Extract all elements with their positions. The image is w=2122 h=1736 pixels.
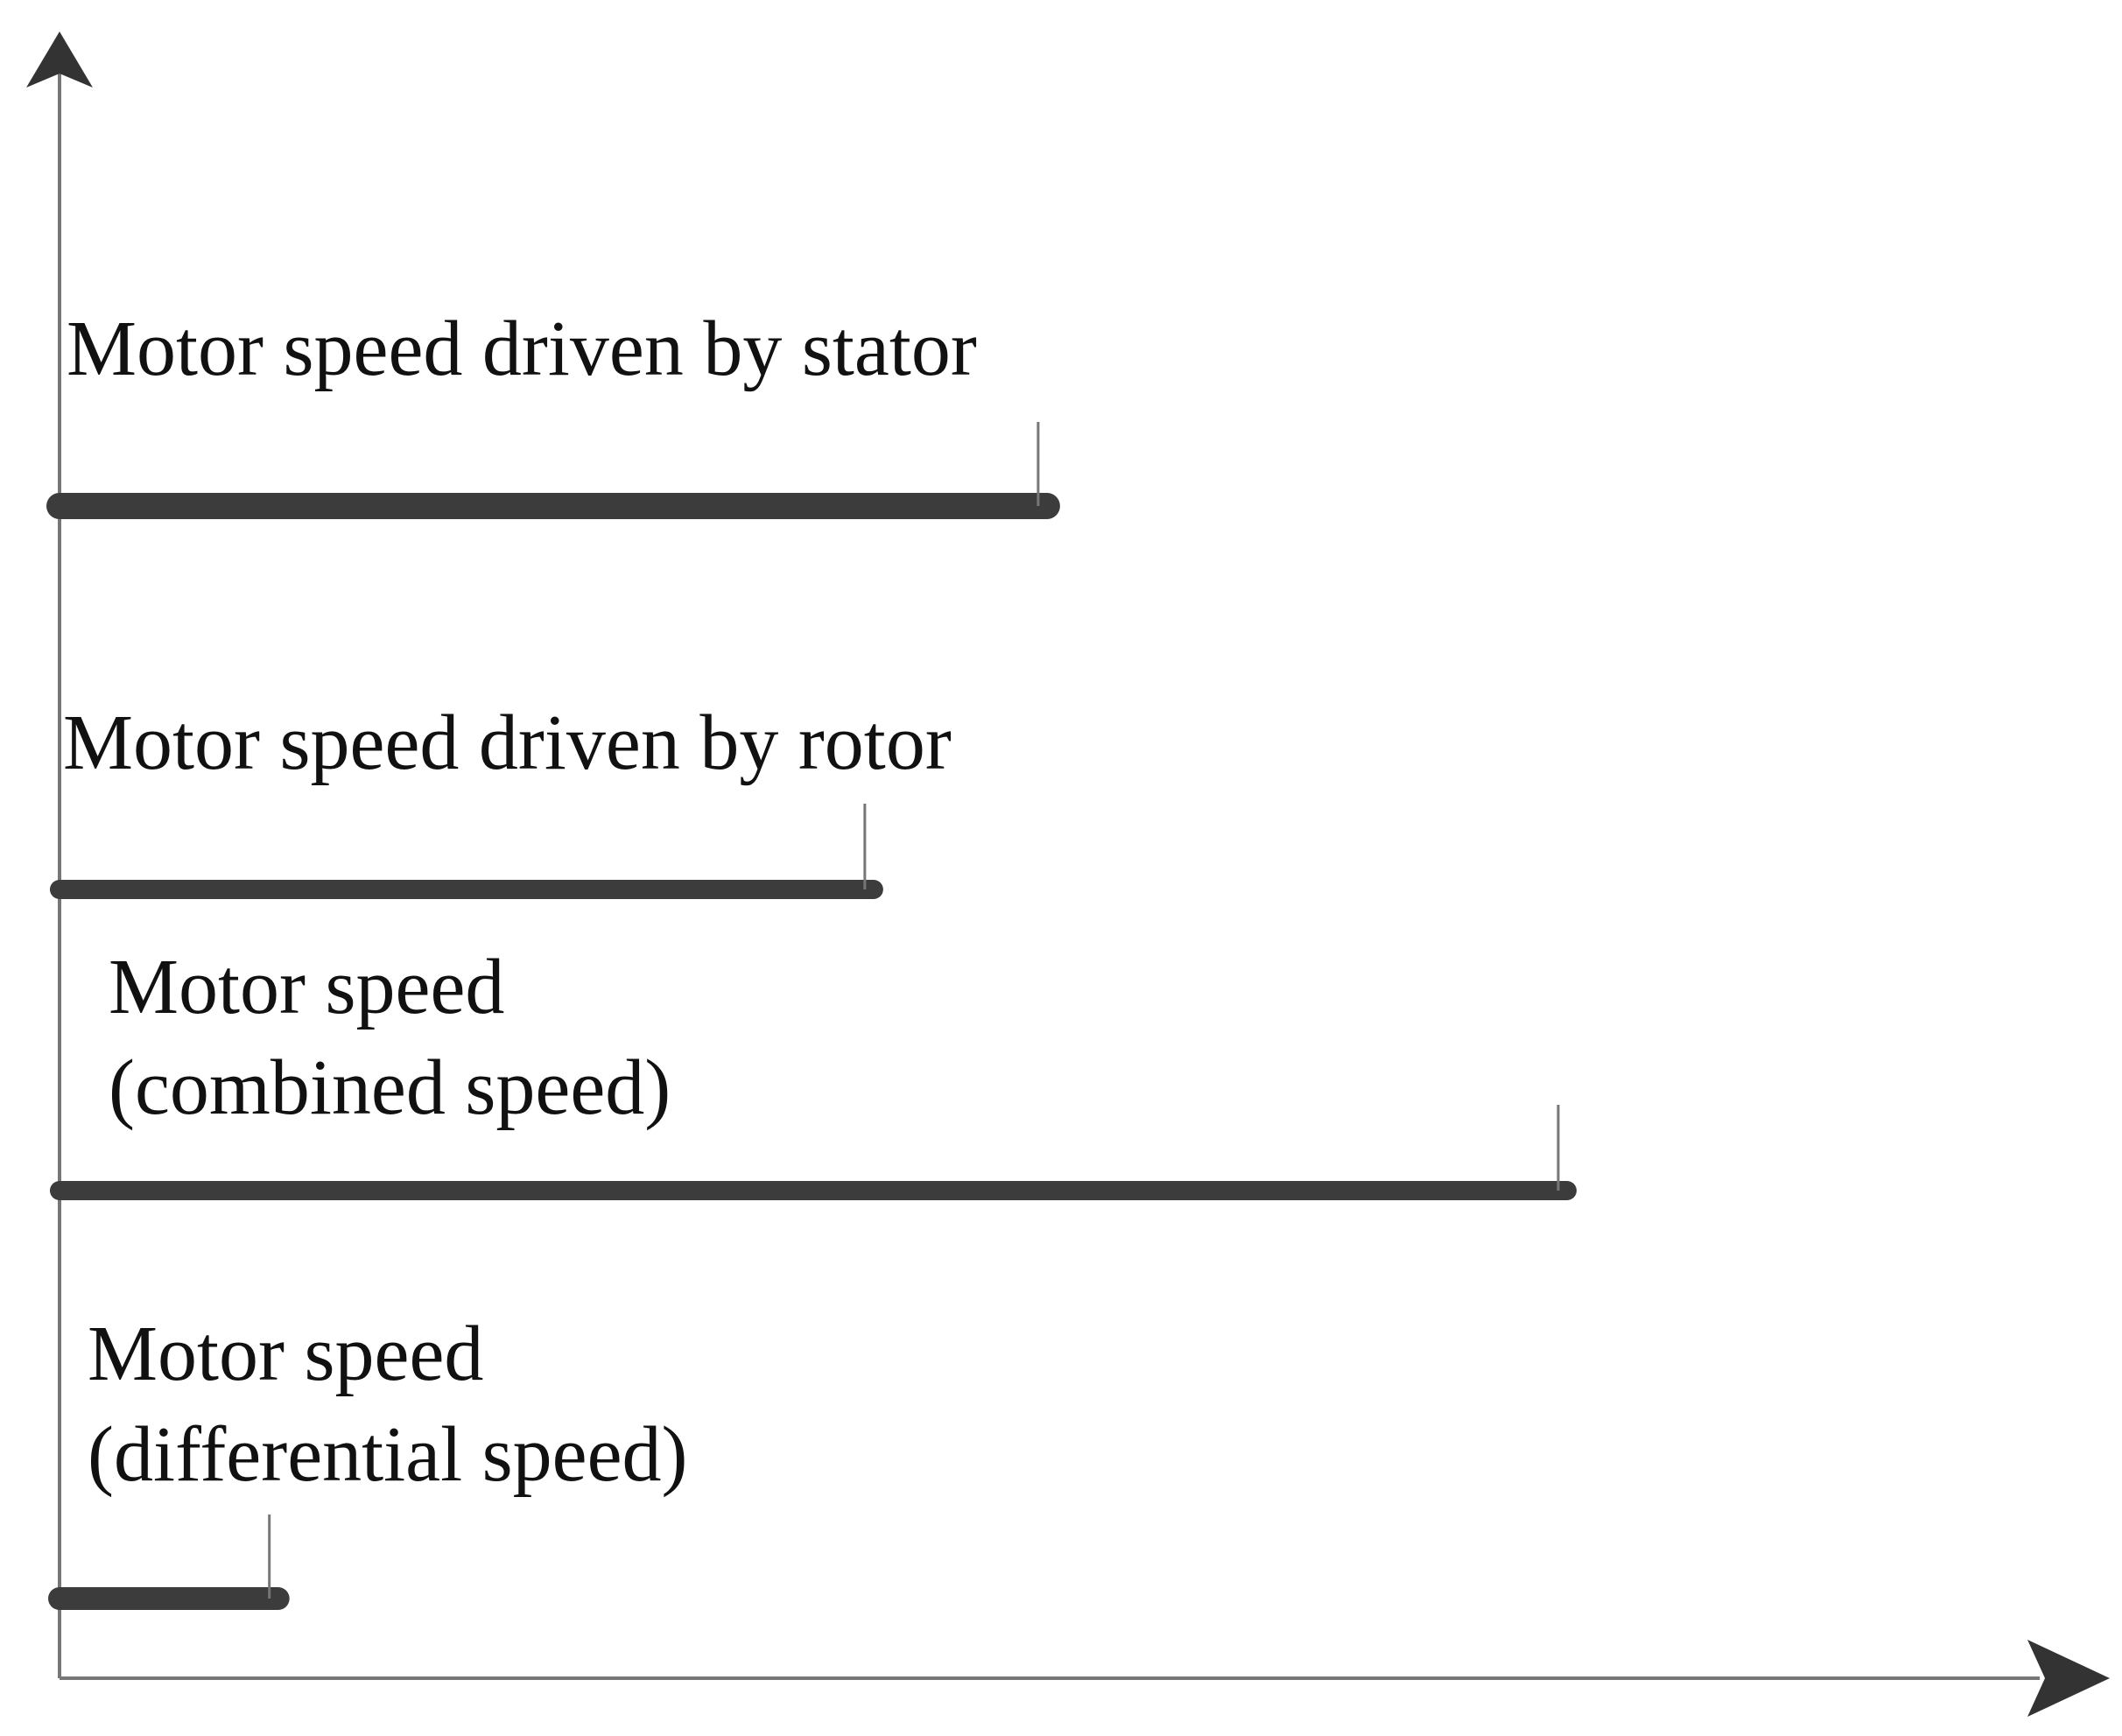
y-axis-arrowhead	[26, 32, 93, 88]
bar-label-stator: Motor speed driven by stator	[67, 306, 977, 392]
bar-label-rotor: Motor speed driven by rotor	[63, 699, 952, 786]
bar-label-line: (differential speed)	[88, 1411, 688, 1498]
bar-label-line: Motor speed	[109, 944, 504, 1030]
bar-group-combined: Motor speed (combined speed)	[50, 944, 1577, 1200]
bar-label-line: (combined speed)	[109, 1044, 671, 1131]
bar-label-differential: Motor speed (differential speed)	[88, 1311, 688, 1498]
bar-group-differential: Motor speed (differential speed)	[48, 1311, 688, 1610]
bar-label-line: Motor speed driven by rotor	[63, 699, 952, 786]
bar-group-rotor: Motor speed driven by rotor	[50, 699, 952, 899]
bar-group-stator: Motor speed driven by stator	[46, 306, 1060, 519]
bar-label-line: Motor speed driven by stator	[67, 306, 977, 392]
bar-label-combined: Motor speed (combined speed)	[109, 944, 671, 1131]
x-axis-arrowhead	[2027, 1640, 2110, 1717]
bar-label-line: Motor speed	[88, 1311, 483, 1397]
